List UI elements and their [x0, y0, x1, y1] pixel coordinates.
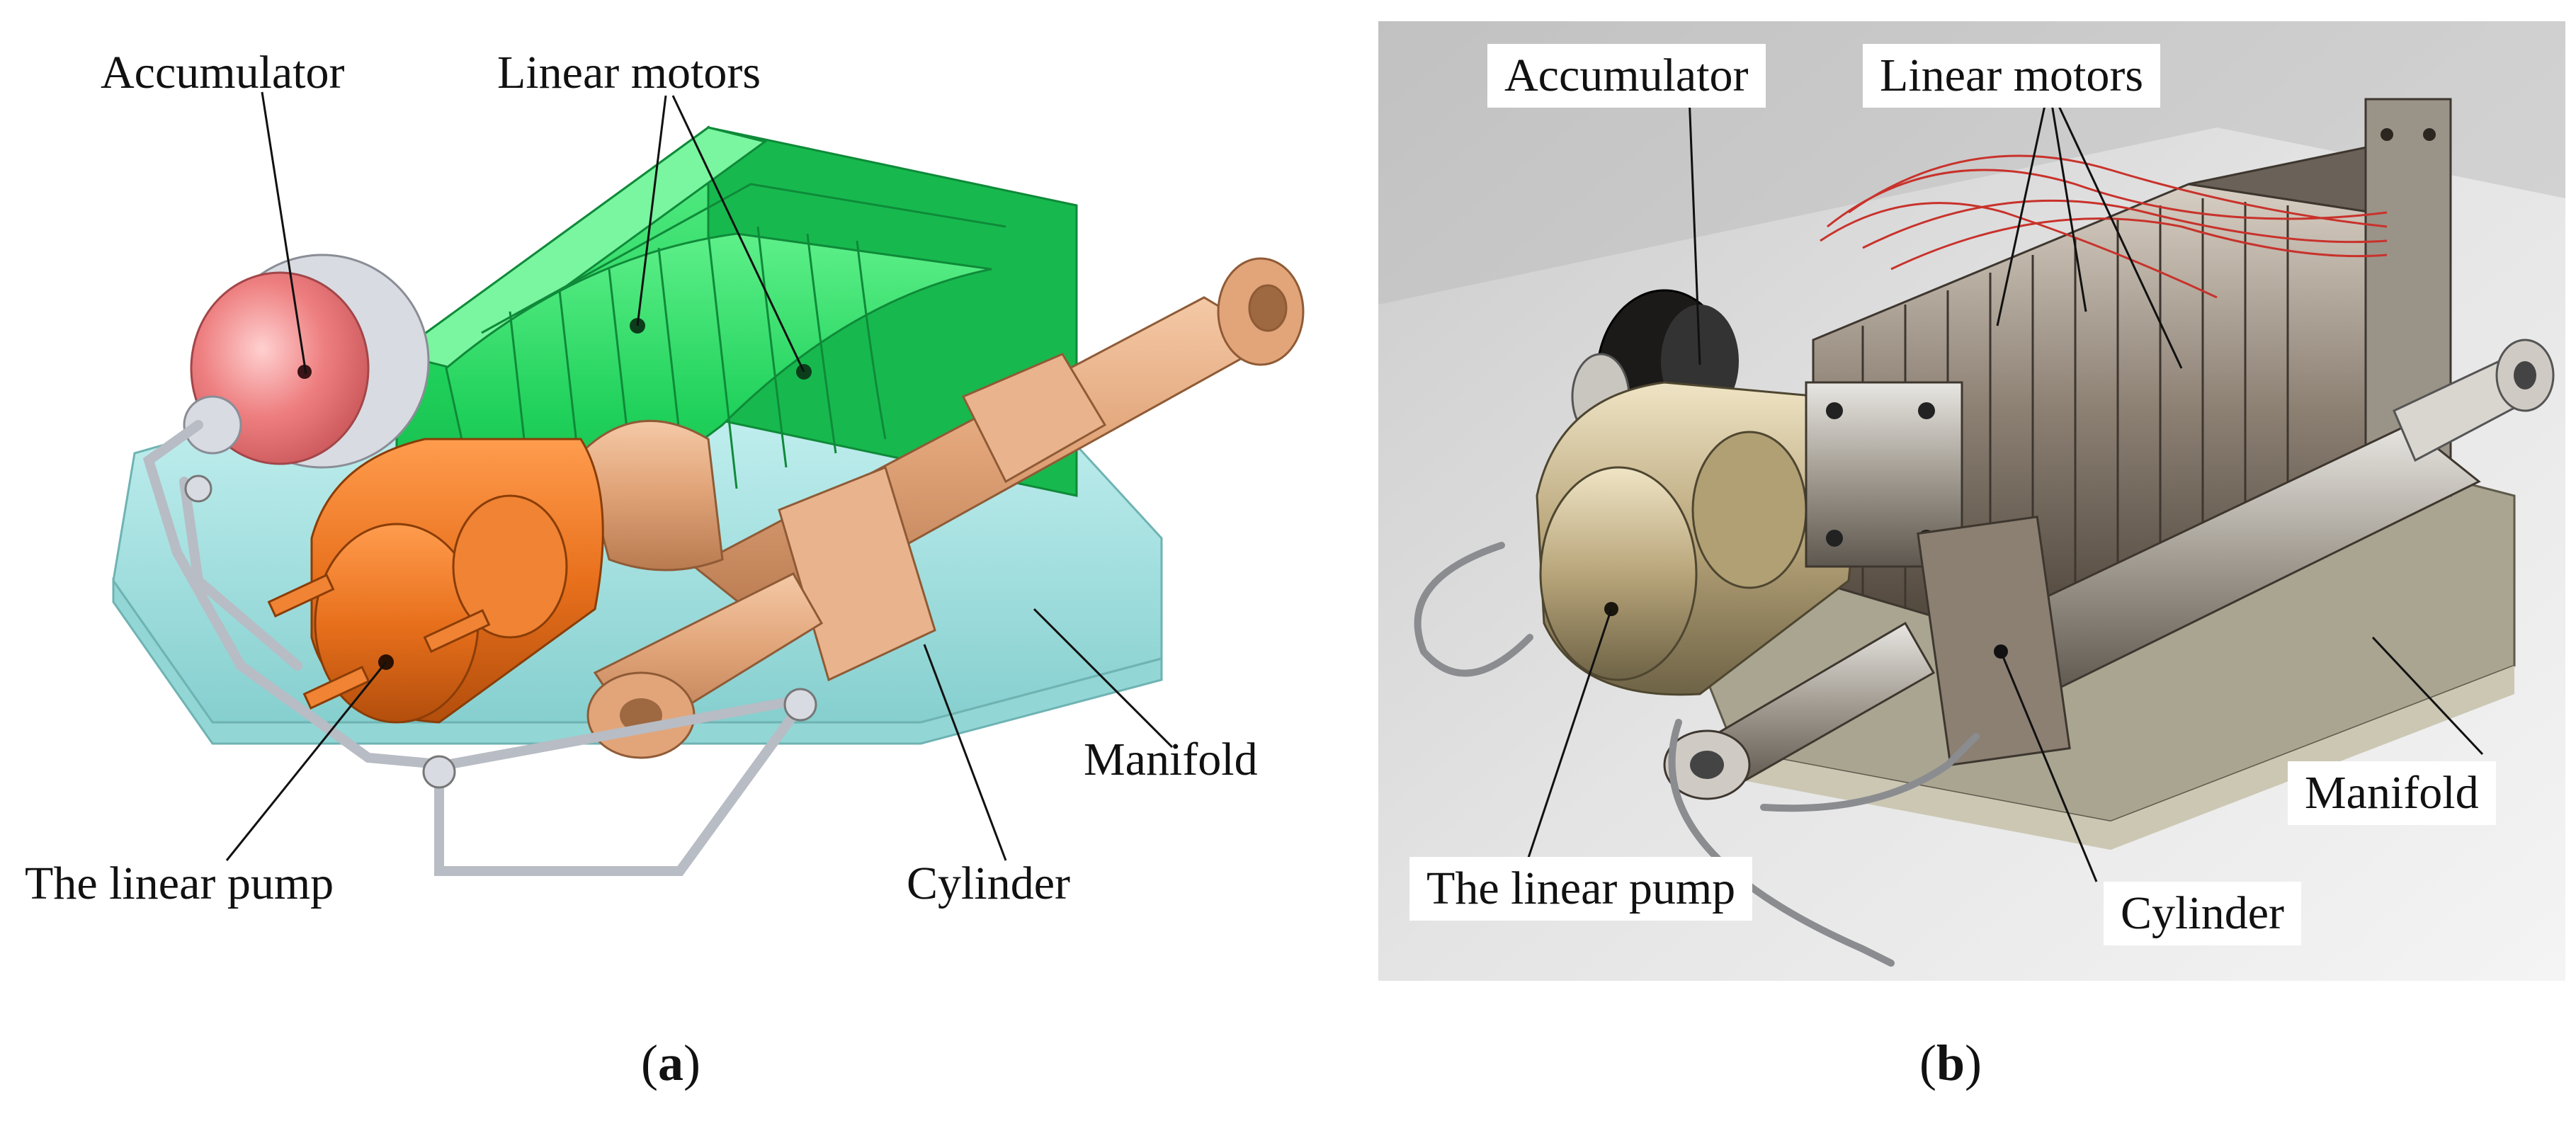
label-accumulator: Accumulator — [101, 47, 345, 98]
caption-b: (b) — [1919, 1035, 1982, 1091]
label-manifold: Manifold — [1084, 734, 1258, 785]
photo-illustration — [1378, 21, 2565, 981]
panel-a-cad-rendering: Accumulator Linear motors Manifold The l… — [25, 47, 1305, 1091]
photo-label-linear-motors: Linear motors — [1863, 44, 2161, 108]
photo-wires — [1820, 154, 2388, 299]
photo-cylinder — [1663, 339, 2555, 800]
photo-label-linear-pump: The linear pump — [1409, 857, 1753, 921]
label-cylinder: Cylinder — [907, 858, 1070, 909]
panel-b-photograph: Accumulator Linear motors Manifold The l… — [1367, 0, 2576, 1126]
label-linear-motors: Linear motors — [497, 47, 761, 98]
leader-lines — [225, 91, 1174, 861]
cylinder — [579, 257, 1305, 759]
photo-leader-lines — [1525, 95, 2484, 882]
photo-label-manifold: Manifold — [2288, 761, 2496, 825]
accumulator — [183, 254, 430, 469]
photo-label-accumulator: Accumulator — [1487, 44, 1766, 108]
cad-illustration — [112, 91, 1305, 876]
photo-pipes — [1414, 542, 1980, 967]
linear-pump — [267, 438, 604, 724]
label-linear-pump: The linear pump — [25, 858, 334, 909]
photo-label-cylinder: Cylinder — [2104, 882, 2301, 945]
caption-a: (a) — [641, 1035, 700, 1091]
